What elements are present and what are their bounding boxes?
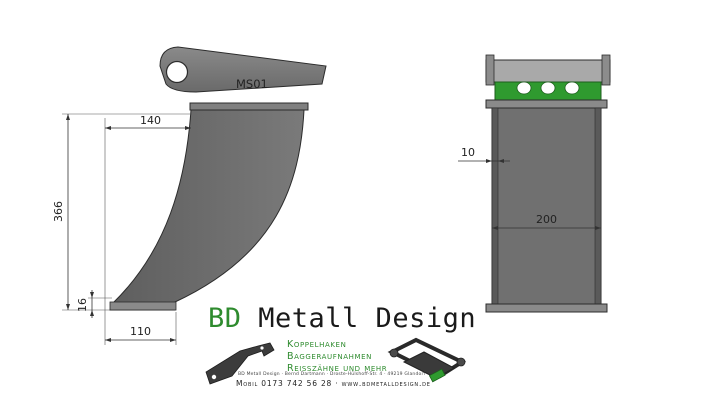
bracket-hole-2 (540, 81, 556, 95)
front-side-plate-right (594, 107, 602, 305)
coupling-hook-icon (205, 342, 275, 385)
coupling-hook-hole (211, 374, 217, 380)
front-axle (485, 59, 611, 83)
front-top-plate (485, 99, 608, 109)
front-axle-end-left (485, 54, 495, 86)
side-base-plate (189, 102, 309, 111)
side-view: MS01 140 366 16 110 (52, 46, 327, 345)
front-side-plate-left (491, 107, 499, 305)
bracket-hole-3 (564, 81, 580, 95)
services-list: Koppelhaken Baggeraufnahmen Reisszähne u… (287, 339, 387, 375)
service-item: Koppelhaken (287, 339, 347, 350)
front-bottom-plate (485, 303, 608, 313)
dim-height: 366 (52, 201, 65, 222)
part-label: MS01 (236, 77, 268, 91)
dim-shank-width: 140 (140, 114, 161, 127)
brand-name-prefix: BD (208, 303, 242, 334)
brand-name-rest: Metall Design (241, 303, 477, 334)
bracket-hole-1 (516, 81, 532, 95)
service-item: Reisszähne und mehr (287, 363, 388, 374)
dim-tip-length: 110 (130, 325, 151, 338)
coupling-hook-hole-2 (260, 346, 264, 350)
company-contact: Mobil 0173 742 56 28 · www.bdmetalldesig… (236, 379, 431, 388)
front-axle-end-right (601, 54, 611, 86)
ripper-tooth-body (109, 109, 305, 311)
brand-title: BD Metall Design (208, 302, 476, 336)
dim-width: 200 (536, 213, 557, 226)
company-address: BD Metall Design · Bernd Dartmann · Dros… (238, 372, 426, 377)
bucket-adapter-icon (387, 337, 467, 383)
logo-graphics (205, 337, 467, 385)
pin-hole (165, 60, 189, 84)
front-body (491, 107, 602, 305)
front-view: 10 200 (458, 54, 611, 313)
service-item: Baggeraufnahmen (287, 351, 372, 362)
dim-plate-thickness: 10 (461, 146, 475, 159)
tip-plate (109, 301, 177, 311)
dim-tip-thickness: 16 (76, 298, 89, 312)
mount-bracket (159, 46, 327, 93)
